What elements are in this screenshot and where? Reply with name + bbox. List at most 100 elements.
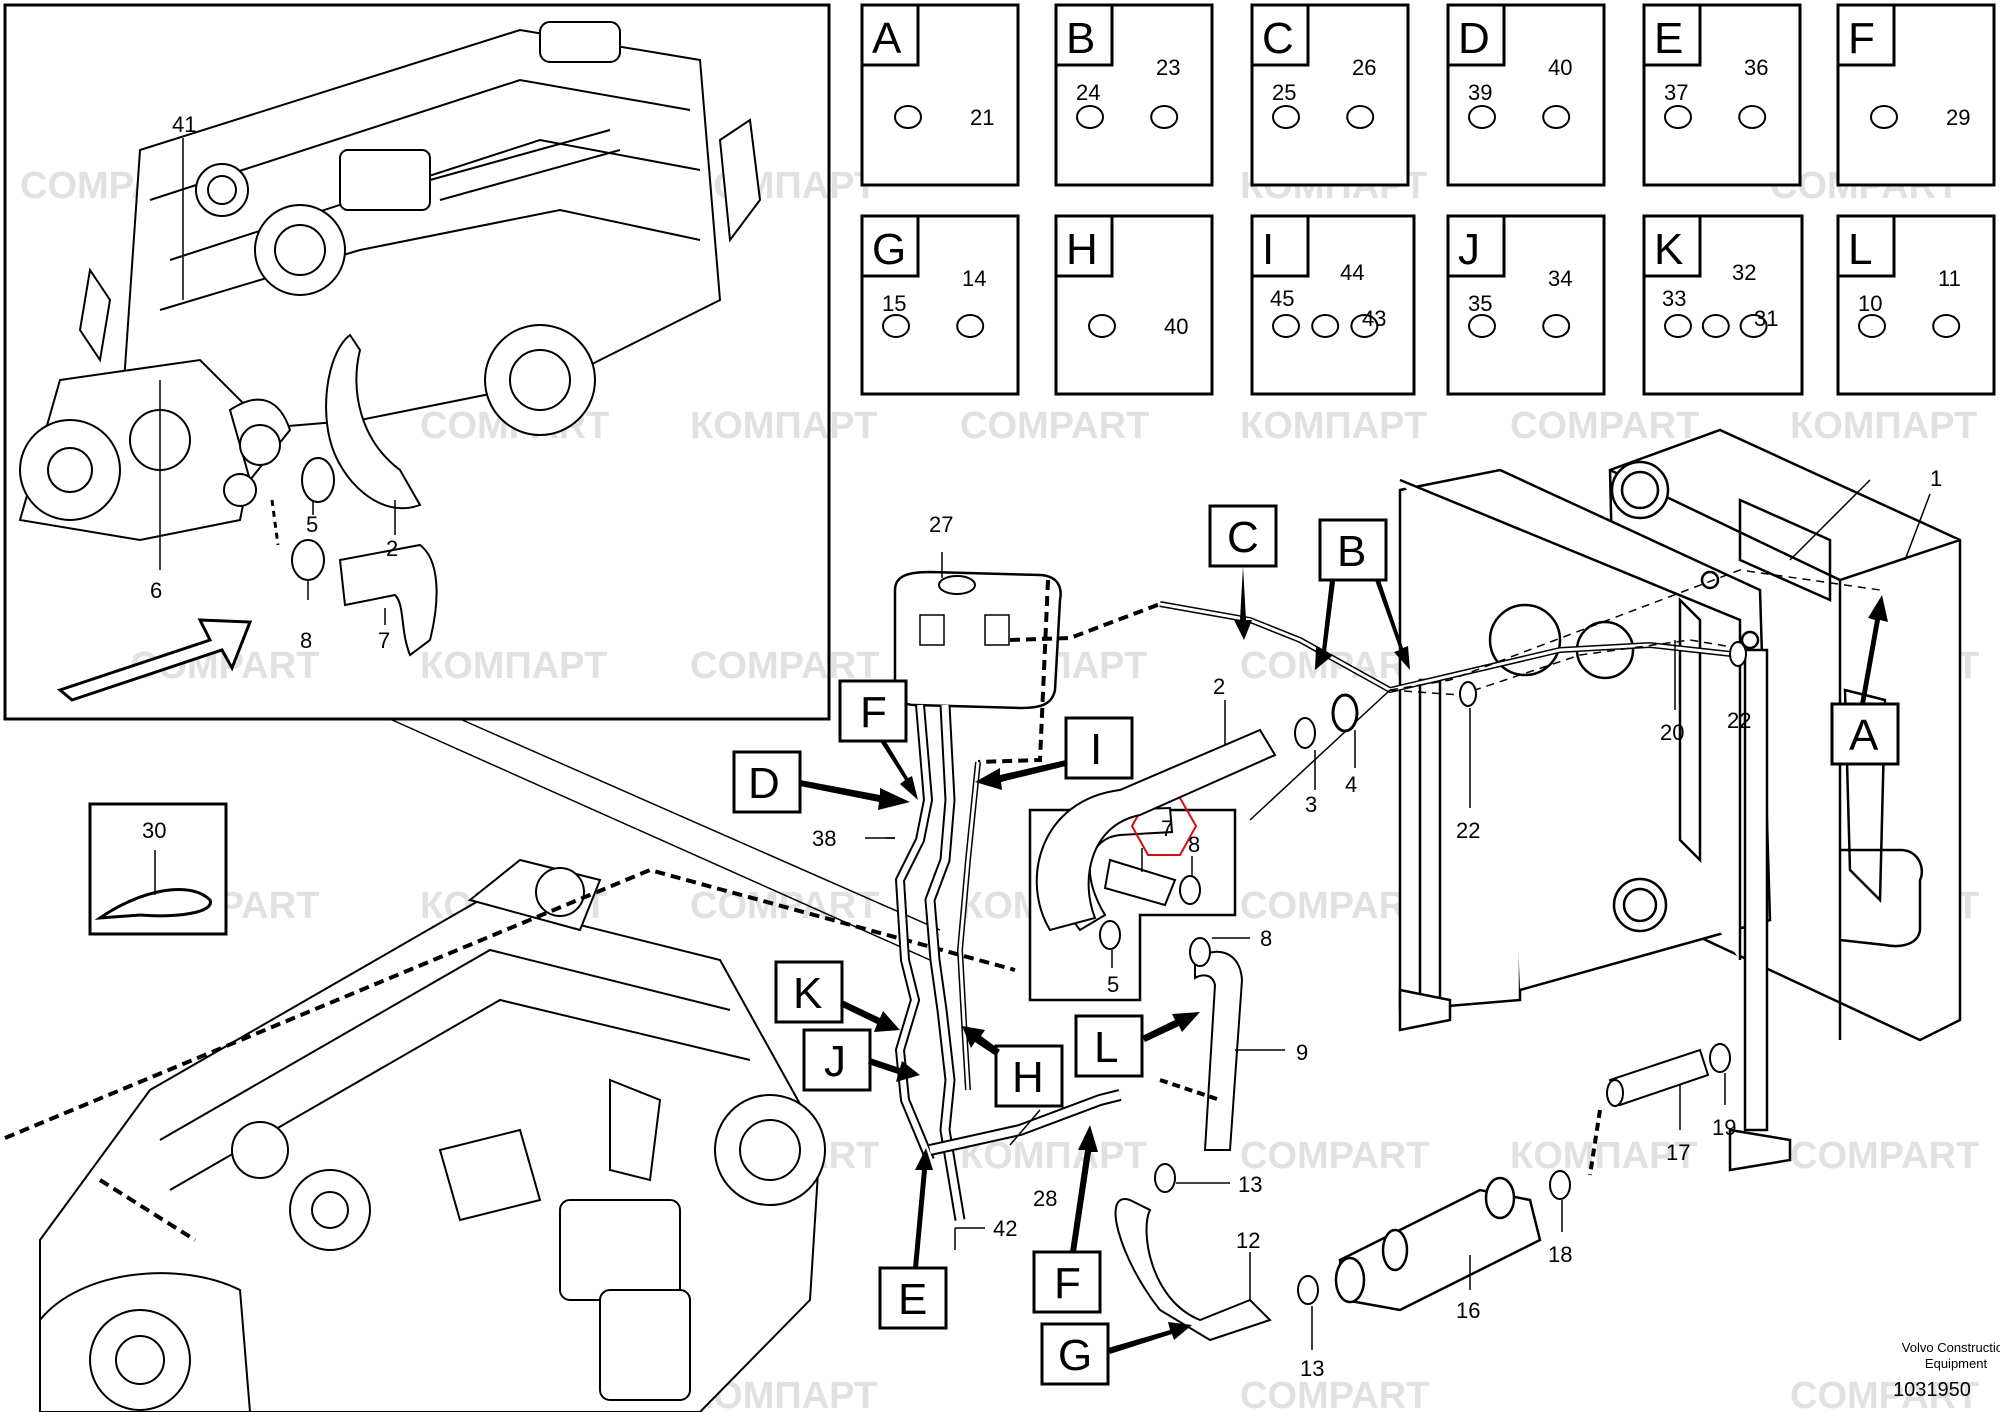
hidden-outline (1389, 639, 1751, 696)
callout-30: 30 (142, 818, 166, 843)
projection-line (459, 718, 941, 931)
inset-letter: H (1066, 225, 1098, 274)
ref-arrow (880, 740, 918, 800)
inset-letter: D (1458, 14, 1490, 63)
callout-7: 7 (378, 628, 390, 653)
pipe-9 (1194, 950, 1244, 1151)
callout-8: 8 (300, 628, 312, 653)
inset-part-number: 29 (1946, 105, 1970, 130)
watermark-text: COMPART (1790, 1135, 1979, 1177)
watermark-text: КОМПАРТ (1790, 405, 1977, 447)
ref-arrow (962, 1026, 1000, 1056)
ref-letter-F: F (860, 688, 887, 737)
inset-letter: I (1262, 225, 1274, 274)
watermark-text: COMPART (1240, 1375, 1429, 1412)
tank-hoses (885, 704, 1122, 1250)
hidden-outline (1009, 602, 1161, 642)
callout-5: 5 (306, 512, 318, 537)
hardware-part-icon (1701, 314, 1730, 338)
ref-letter-K: K (793, 969, 822, 1018)
ref-box-H (994, 1044, 1064, 1108)
ref-arrow (1108, 1322, 1192, 1354)
inset-part-number: 11 (1938, 266, 1961, 291)
callout-16: 16 (1456, 1298, 1480, 1323)
clamp-5-detail (301, 457, 335, 503)
callout-5: 5 (1107, 972, 1119, 997)
watermark-text: COMPART (1790, 1375, 1979, 1412)
inset-letter-box (1250, 214, 1310, 278)
callout-9: 9 (1296, 1040, 1308, 1065)
ref-letter-B: B (1337, 527, 1366, 576)
hardware-part-icon (894, 105, 922, 129)
ref-letter-G: G (1058, 1331, 1092, 1380)
engine-detail-view: 41 6 5 2 8 7 (3, 3, 831, 721)
callout-41: 41 (172, 112, 196, 137)
ref-letter-F: F (1054, 1259, 1081, 1308)
hidden-outline (1389, 569, 1881, 691)
drawing-number: 1031950 (1893, 1379, 1971, 1401)
callout-8: 8 (1260, 926, 1272, 951)
hardware-insets: A21B2423C2526D3940E3736F29G1514H40I45444… (860, 3, 1996, 396)
callout-17: 17 (1666, 1140, 1690, 1165)
inset-letter-box (860, 3, 920, 67)
inset-letter-box (1054, 3, 1114, 67)
inset-letter: A (872, 14, 902, 63)
ref-arrow (1142, 1012, 1200, 1042)
leader-line (1904, 493, 1931, 561)
callout-13: 13 (1238, 1172, 1262, 1197)
ref-arrow (800, 780, 910, 810)
ref-letter-A: A (1849, 711, 1879, 760)
radiator-assembly (1398, 428, 1962, 1172)
washer-22 (1459, 681, 1477, 707)
view-direction-arrow (56, 618, 253, 702)
callout-13: 13 (1300, 1356, 1324, 1381)
hardware-part-icon (1076, 105, 1104, 129)
hidden-outline (4, 867, 1016, 1140)
clamp-8 (1189, 937, 1211, 967)
engine-detail-frame (3, 3, 831, 721)
hardware-part-icon (1542, 105, 1571, 129)
hardware-part-icon (1664, 314, 1692, 338)
callout-8: 8 (1188, 832, 1200, 857)
inset-letter-box (1642, 214, 1702, 278)
ref-arrow (840, 1000, 900, 1032)
callout-18: 18 (1548, 1242, 1572, 1267)
ref-arrow (1860, 595, 1888, 704)
inset-part-number: 26 (1352, 55, 1376, 80)
seal-4 (1331, 693, 1359, 733)
projection-line (389, 718, 931, 961)
leader-line (1789, 479, 1871, 561)
hardware-part-icon (1858, 314, 1886, 338)
watermark-text: КОМПАРТ (420, 645, 607, 687)
inset-part-number: 39 (1468, 80, 1492, 105)
tie-wrap-frame (88, 802, 228, 936)
inset-part-number: 21 (970, 105, 994, 130)
hose-end (1606, 1079, 1624, 1107)
inset-part-number: 31 (1754, 306, 1778, 331)
inset-letter-box (1446, 3, 1506, 67)
hidden-outline (1588, 1109, 1602, 1176)
watermark-text: КОМПАРТ (1240, 405, 1427, 447)
inset-part-number: 44 (1340, 260, 1364, 285)
ref-arrow (1070, 1125, 1098, 1252)
ref-letter-E: E (898, 1275, 927, 1324)
hardware-part-icon (1738, 105, 1767, 129)
tie-wrap-inset: 30 (88, 802, 228, 936)
inset-letter: L (1848, 225, 1872, 274)
ref-box-G (1040, 1322, 1110, 1386)
ref-arrow (1315, 580, 1335, 670)
inset-part-number: 15 (882, 291, 906, 316)
reference-letters: C B A F D I K J H L (732, 504, 1900, 1386)
ref-arrow (913, 1148, 933, 1268)
hose-7-detail (338, 543, 438, 657)
callout-2: 2 (1213, 674, 1225, 699)
watermark-text: КОМПАРТ (1510, 1135, 1697, 1177)
callout-22: 22 (1456, 818, 1480, 843)
hardware-part-icon (1468, 314, 1496, 338)
washer-22 (1729, 641, 1747, 667)
inset-letter: F (1848, 14, 1875, 63)
ref-box-K (774, 960, 844, 1024)
